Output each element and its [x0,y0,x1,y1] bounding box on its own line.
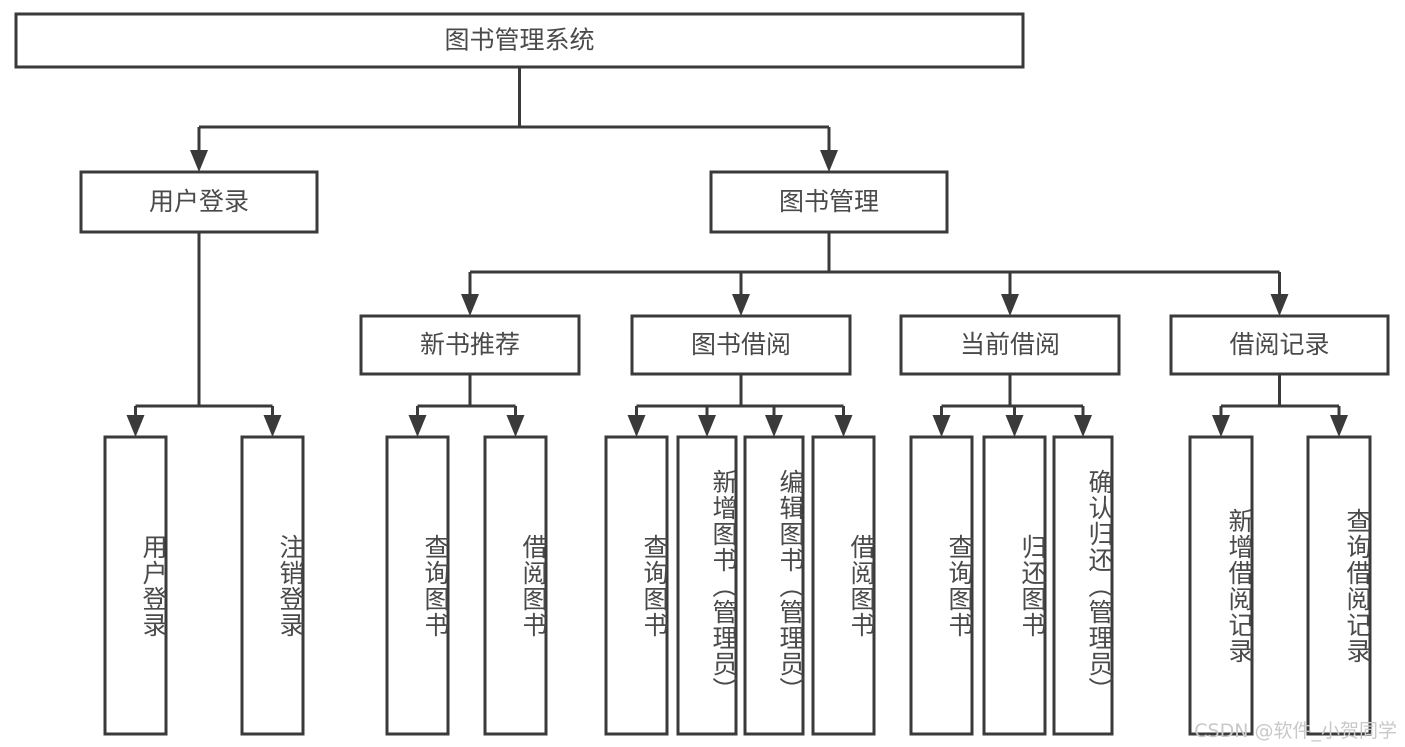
node-level2-2[interactable]: 当前借阅 [899,314,1121,376]
node-leaf-3[interactable] [483,435,548,736]
node-level2-2-rect[interactable] [899,314,1121,376]
node-level2-3-rect[interactable] [1169,314,1390,376]
node-leaf-11-rect[interactable] [1188,435,1254,736]
node-leaf-1-rect[interactable] [240,435,305,736]
arrow-leaf-1 [263,415,282,437]
node-leaf-6[interactable] [743,435,805,736]
node-leaf-4[interactable] [604,435,669,736]
node-root-rect[interactable] [14,12,1025,69]
node-leaf-12[interactable] [1306,435,1372,736]
node-level1-0-rect[interactable] [79,170,319,234]
node-leaf-2-rect[interactable] [385,435,450,736]
node-level2-3-label: 借阅记录 [1229,330,1329,359]
node-leaf-8[interactable] [909,435,974,736]
arrow-leaf-0 [126,415,145,437]
node-level2-3[interactable]: 借阅记录 [1169,314,1390,376]
watermark-text: CSDN @软件_小贺同学 [1194,720,1397,742]
arrow-level2-3 [1270,294,1289,316]
arrow-level2-2 [1001,294,1019,316]
arrow-level1-0 [190,150,208,172]
arrow-level2-1 [732,294,750,316]
arrow-leaf-10 [1074,415,1092,437]
node-level2-0[interactable]: 新书推荐 [359,314,581,376]
node-leaf-4-rect[interactable] [604,435,669,736]
node-root[interactable]: 图书管理系统 [14,12,1025,69]
node-level2-1[interactable]: 图书借阅 [630,314,852,376]
node-level1-1[interactable]: 图书管理 [709,170,949,234]
node-leaf-0-rect[interactable] [103,435,168,736]
node-root-label: 图书管理系统 [444,26,594,55]
node-leaf-1[interactable] [240,435,305,736]
node-leaf-2[interactable] [385,435,450,736]
arrow-leaf-8 [932,415,951,437]
arrow-leaf-4 [627,415,646,437]
node-level2-0-label: 新书推荐 [420,330,520,359]
arrow-leaf-3 [506,415,525,437]
node-leaf-6-rect[interactable] [743,435,805,736]
node-leaf-12-rect[interactable] [1306,435,1372,736]
node-leaf-0[interactable] [103,435,168,736]
node-level2-0-rect[interactable] [359,314,581,376]
node-level1-1-label: 图书管理 [779,187,879,216]
arrow-leaf-12 [1330,415,1348,437]
node-leaf-5-rect[interactable] [676,435,738,736]
connector-lines [126,67,1348,437]
node-leaf-11[interactable] [1188,435,1254,736]
node-leaf-3-rect[interactable] [483,435,548,736]
arrow-level1-1 [820,150,838,172]
node-leaf-5[interactable] [676,435,738,736]
node-level1-0-label: 用户登录 [149,187,249,216]
node-leaf-10-rect[interactable] [1052,435,1114,736]
arrow-leaf-2 [408,415,427,437]
arrow-leaf-5 [698,415,716,437]
node-level2-1-rect[interactable] [630,314,852,376]
node-leaf-9[interactable] [982,435,1047,736]
node-leaf-9-rect[interactable] [982,435,1047,736]
arrow-leaf-11 [1212,415,1230,437]
node-leaf-7[interactable] [811,435,876,736]
arrow-leaf-9 [1005,415,1024,437]
node-leaf-8-rect[interactable] [909,435,974,736]
node-leaf-10[interactable] [1052,435,1114,736]
arrow-level2-0 [461,294,479,316]
node-level2-2-label: 当前借阅 [960,330,1060,359]
node-leaf-7-rect[interactable] [811,435,876,736]
node-level2-1-label: 图书借阅 [691,330,791,359]
node-level1-1-rect[interactable] [709,170,949,234]
arrow-leaf-7 [834,415,853,437]
node-level1-0[interactable]: 用户登录 [79,170,319,234]
arrow-leaf-6 [765,415,783,437]
